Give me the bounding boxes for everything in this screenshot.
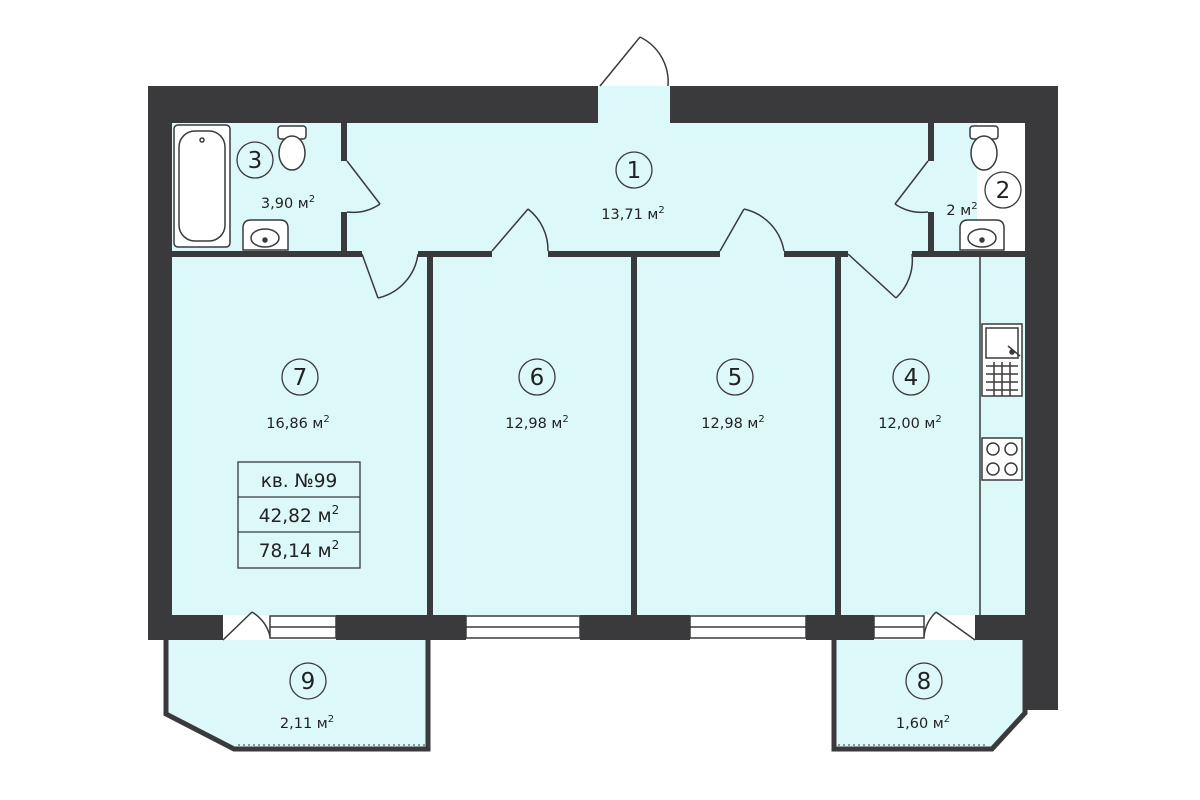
windows bbox=[269, 615, 925, 639]
room-9-area: 2,11 м2 bbox=[280, 714, 334, 732]
door-balcony-9 bbox=[222, 611, 271, 641]
wall-bath-right-bottom bbox=[341, 212, 347, 254]
room-1-number: 1 bbox=[627, 158, 642, 184]
room-3-number: 3 bbox=[248, 148, 263, 174]
room-6-area: 12,98 м2 bbox=[505, 414, 568, 432]
door-room-4 bbox=[847, 253, 914, 299]
main-floor bbox=[172, 123, 977, 615]
partitions bbox=[172, 123, 1025, 615]
balcony-8-floor bbox=[834, 640, 1025, 749]
wall-6-5 bbox=[631, 254, 637, 615]
door-wc-2 bbox=[894, 160, 929, 214]
apartment-info-box: кв. №99 42,82 м2 78,14 м2 bbox=[237, 461, 361, 569]
room-8-area: 1,60 м2 bbox=[896, 714, 950, 732]
wall-top-right bbox=[670, 86, 1058, 123]
wall-top-left bbox=[148, 86, 598, 123]
wall-h-5 bbox=[912, 251, 1025, 257]
room-7-number: 7 bbox=[293, 365, 308, 391]
wall-7-6 bbox=[427, 254, 433, 615]
living-area: 42,82 м2 bbox=[259, 503, 339, 527]
wall-wc-left-top bbox=[928, 123, 934, 161]
room-3-area: 3,90 м2 bbox=[261, 194, 315, 212]
door-room-6 bbox=[491, 208, 549, 252]
doors bbox=[222, 36, 976, 641]
room-8-number: 8 bbox=[917, 669, 932, 695]
door-bathroom-3 bbox=[346, 160, 381, 214]
sink-icon bbox=[242, 219, 289, 251]
room-numbers: 1 2 3 4 5 6 7 8 9 bbox=[248, 148, 1011, 695]
entry-notch-floor bbox=[598, 86, 670, 124]
room-1-area: 13,71 м2 bbox=[601, 205, 664, 223]
sink-icon bbox=[959, 219, 1005, 251]
room-7-badge bbox=[281, 358, 319, 396]
wall-h-2 bbox=[418, 251, 492, 257]
room-5-area: 12,98 м2 bbox=[701, 414, 764, 432]
floor-areas bbox=[166, 86, 1025, 749]
entrance-door bbox=[599, 36, 669, 87]
room-3-badge bbox=[236, 141, 274, 179]
room-areas: 13,71 м2 2 м2 3,90 м2 12,00 м2 12,98 м2 … bbox=[261, 194, 978, 732]
wall-bottom-1 bbox=[148, 615, 223, 640]
total-area: 78,14 м2 bbox=[259, 538, 339, 562]
wall-5-4 bbox=[835, 254, 841, 615]
room-6-number: 6 bbox=[530, 365, 545, 391]
wall-bottom-2 bbox=[336, 615, 466, 640]
room-9-badge bbox=[289, 662, 327, 700]
room-1-badge bbox=[615, 151, 653, 189]
room-8-badge bbox=[905, 662, 943, 700]
apartment-number: кв. №99 bbox=[261, 471, 338, 492]
room-4-number: 4 bbox=[904, 365, 919, 391]
wall-right bbox=[1025, 86, 1058, 710]
wall-wc-left-bottom bbox=[928, 212, 934, 254]
balcony-9-outline bbox=[163, 640, 431, 752]
wall-h-3 bbox=[548, 251, 720, 257]
room-9-number: 9 bbox=[301, 669, 316, 695]
wall-left bbox=[148, 86, 172, 640]
room-6-badge bbox=[518, 358, 556, 396]
stove-icon bbox=[981, 437, 1023, 481]
door-room-5 bbox=[719, 208, 785, 252]
kitchen-sink-icon bbox=[981, 323, 1023, 397]
room-5-number: 5 bbox=[728, 365, 743, 391]
door-balcony-8 bbox=[923, 611, 976, 641]
door-room-7 bbox=[361, 253, 419, 299]
toilet-icon bbox=[277, 125, 307, 171]
room-labels bbox=[236, 141, 1022, 700]
room-2-badge bbox=[984, 171, 1022, 209]
wall-h-4 bbox=[784, 251, 848, 257]
room-5-badge bbox=[716, 358, 754, 396]
room-2-area: 2 м2 bbox=[946, 201, 977, 219]
outer-walls bbox=[148, 86, 1058, 710]
wall-bottom-4 bbox=[806, 615, 874, 640]
balcony-8-outline bbox=[831, 640, 1028, 752]
wall-h-1 bbox=[172, 251, 362, 257]
bathtub-icon bbox=[173, 124, 231, 248]
kitchen-strip-floor bbox=[977, 254, 1025, 615]
room-4-badge bbox=[892, 358, 930, 396]
balcony-walls bbox=[163, 640, 1028, 752]
toilet-icon bbox=[969, 125, 999, 171]
room-2-number: 2 bbox=[996, 178, 1011, 204]
wall-bottom-5 bbox=[975, 615, 1025, 640]
wall-bottom-3 bbox=[580, 615, 690, 640]
room-4-area: 12,00 м2 bbox=[878, 414, 941, 432]
wall-bath-right-top bbox=[341, 123, 347, 161]
room-7-area: 16,86 м2 bbox=[266, 414, 329, 432]
